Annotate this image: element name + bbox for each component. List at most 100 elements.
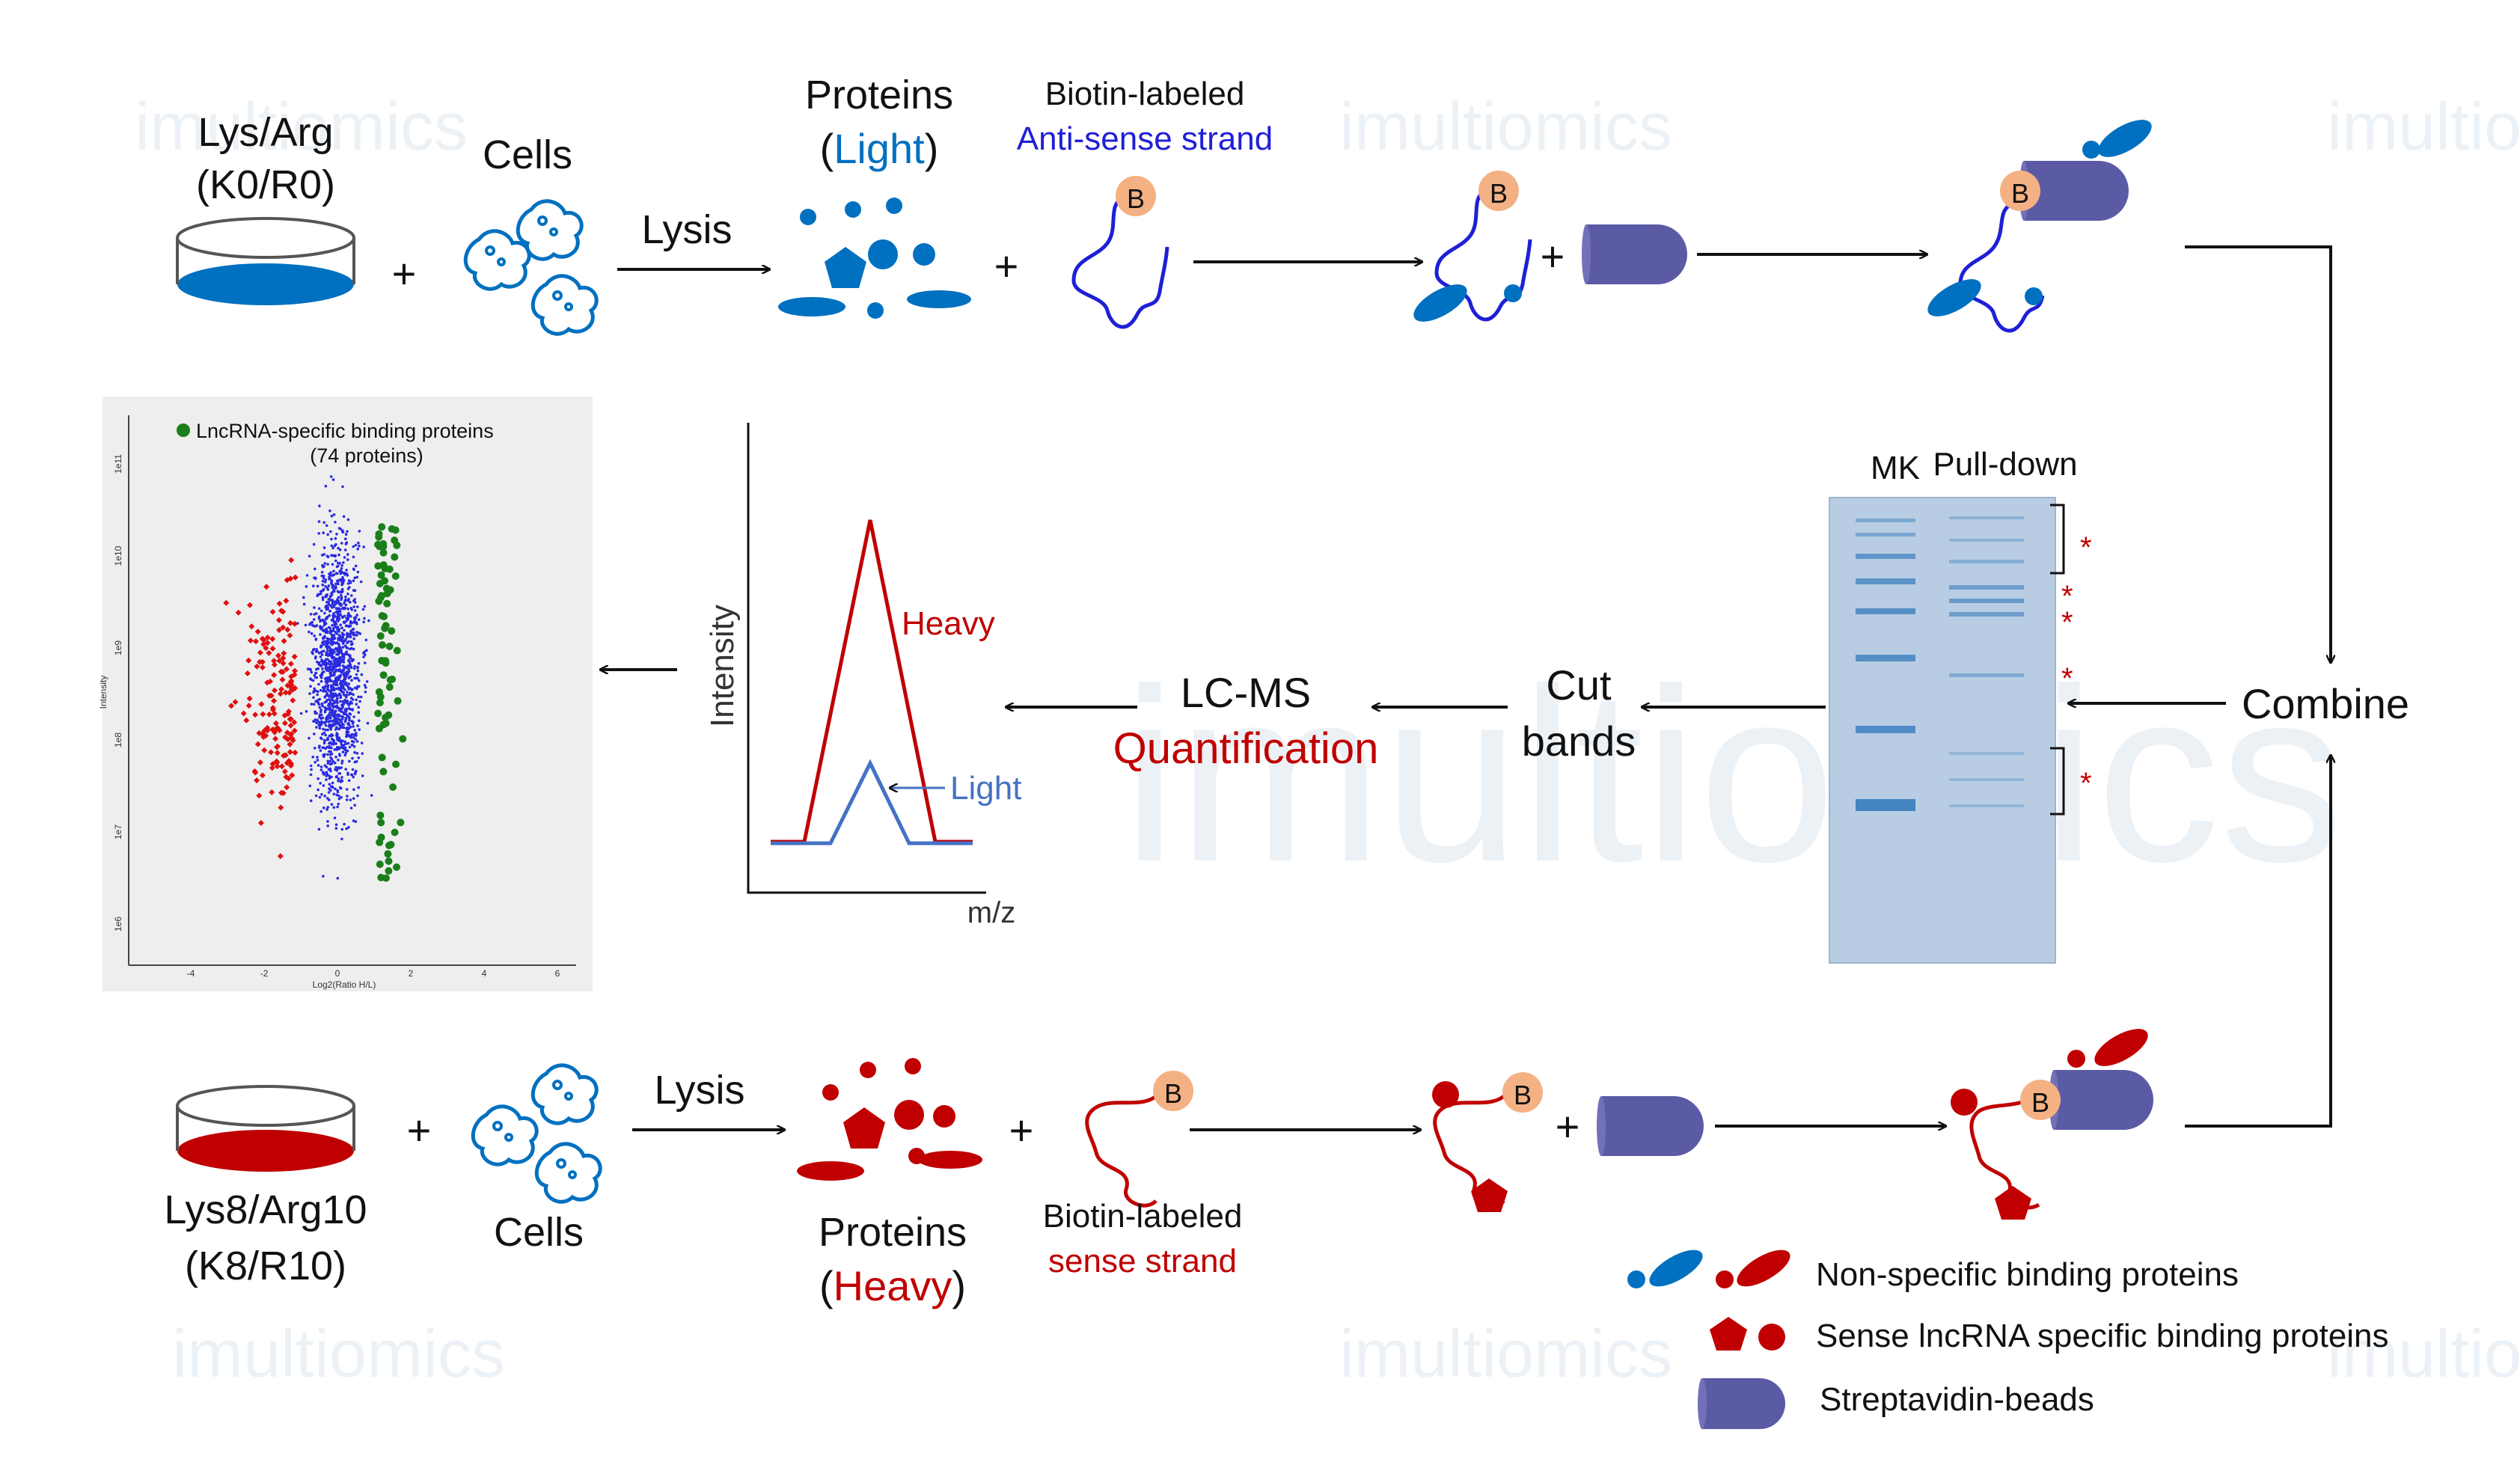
scatter-point [330, 737, 334, 741]
scatter-point-red [292, 749, 299, 756]
scatter-point [309, 773, 313, 777]
scatter-point [350, 743, 354, 747]
scatter-point [331, 624, 334, 627]
legend-item-beads: Streptavidin-beads [1820, 1381, 2094, 1418]
scatter-point [344, 742, 347, 746]
scatter-point [331, 669, 334, 673]
scatter-point-red [291, 620, 298, 627]
scatter-point [340, 766, 343, 769]
scatter-point [331, 741, 334, 745]
scatter-point [355, 575, 359, 579]
scatter-point [349, 807, 353, 810]
scatter-point [334, 631, 337, 634]
scatter-point [314, 671, 317, 675]
scatter-point [328, 727, 332, 730]
scatter-point [322, 771, 325, 774]
cut-label-line1: Cut [1546, 661, 1612, 709]
scatter-point-red [287, 722, 294, 729]
plus-sign: + [994, 242, 1019, 290]
scatter-point [340, 776, 343, 779]
scatter-point [355, 676, 358, 680]
scatter-point [322, 875, 325, 878]
scatter-point [347, 640, 351, 643]
scatter-xtick-label: 2 [409, 968, 414, 979]
scatter-point-red [276, 658, 283, 664]
scatter-point [333, 544, 337, 548]
scatter-point [344, 751, 348, 755]
scatter-point [320, 703, 324, 706]
scatter-point-red [266, 649, 272, 656]
scatter-point [334, 705, 337, 708]
scatter-point-red [278, 763, 285, 770]
scatter-point [343, 682, 346, 685]
scatter-point [352, 797, 355, 800]
scatter-point-red [248, 623, 255, 630]
scatter-point [346, 607, 350, 611]
scatter-point [328, 577, 331, 580]
scatter-point [322, 731, 326, 735]
scatter-point [326, 630, 329, 634]
scatter-point-red [263, 584, 270, 590]
scatter-point [344, 651, 348, 654]
scatter-point [316, 764, 320, 767]
heavy-medium-dish-icon [176, 1085, 355, 1172]
scatter-xtick-label: -2 [260, 968, 269, 979]
scatter-point [305, 574, 309, 577]
scatter-point [311, 621, 314, 624]
scatter-point [319, 765, 323, 768]
scatter-point [333, 748, 337, 751]
scatter-point [347, 625, 351, 629]
scatter-point [333, 664, 336, 667]
scatter-point-red [259, 664, 266, 670]
scatter-point-red [271, 710, 278, 717]
probe-with-light-proteins-icon: B [1413, 171, 1532, 322]
scatter-point [359, 580, 363, 584]
scatter-point [344, 595, 347, 599]
scatter-point [341, 577, 345, 581]
scatter-point [321, 596, 325, 599]
scatter-point [324, 724, 328, 727]
scatter-point [347, 676, 351, 679]
scatter-point-green [379, 768, 388, 776]
scatter-point [326, 662, 330, 665]
scatter-point [319, 679, 323, 683]
scatter-point [341, 700, 345, 703]
paren-open: ( [819, 1262, 834, 1309]
scatter-point-red [235, 609, 242, 616]
scatter-point [334, 734, 338, 737]
scatter-point [319, 688, 322, 692]
scatter-point [351, 768, 355, 771]
scatter-point [347, 707, 351, 710]
scatter-point-red [279, 676, 286, 683]
scatter-point [361, 752, 364, 755]
scatter-point-green [378, 612, 386, 620]
scatter-point [344, 533, 348, 536]
scatter-point [339, 718, 342, 722]
scatter-point [322, 553, 326, 556]
scatter-point [327, 689, 331, 692]
scatter-point-green [391, 572, 400, 580]
scatter-point [330, 775, 333, 779]
scatter-point-red [291, 653, 298, 660]
scatter-point-green [388, 675, 397, 683]
scatter-point [314, 710, 316, 713]
scatter-point [326, 820, 329, 823]
scatter-xtick-label: -4 [187, 968, 195, 979]
scatter-point [340, 564, 343, 567]
scatter-point-red [267, 678, 273, 685]
scatter-point [344, 620, 348, 623]
scatter-ytick-label: 1e11 [113, 454, 123, 474]
scatter-point [351, 698, 355, 701]
scatter-point [340, 743, 343, 746]
scatter-point [313, 687, 316, 691]
scatter-point-red [269, 789, 275, 795]
scatter-point-red [269, 761, 276, 767]
scatter-point [357, 711, 361, 714]
scatter-point [327, 720, 331, 724]
scatter-point-red [281, 720, 288, 727]
scatter-point [319, 609, 323, 613]
scatter-point [311, 755, 315, 759]
scatter-point [352, 741, 355, 744]
antisense-probe-icon: B [1071, 176, 1169, 329]
scatter-point [345, 735, 348, 738]
